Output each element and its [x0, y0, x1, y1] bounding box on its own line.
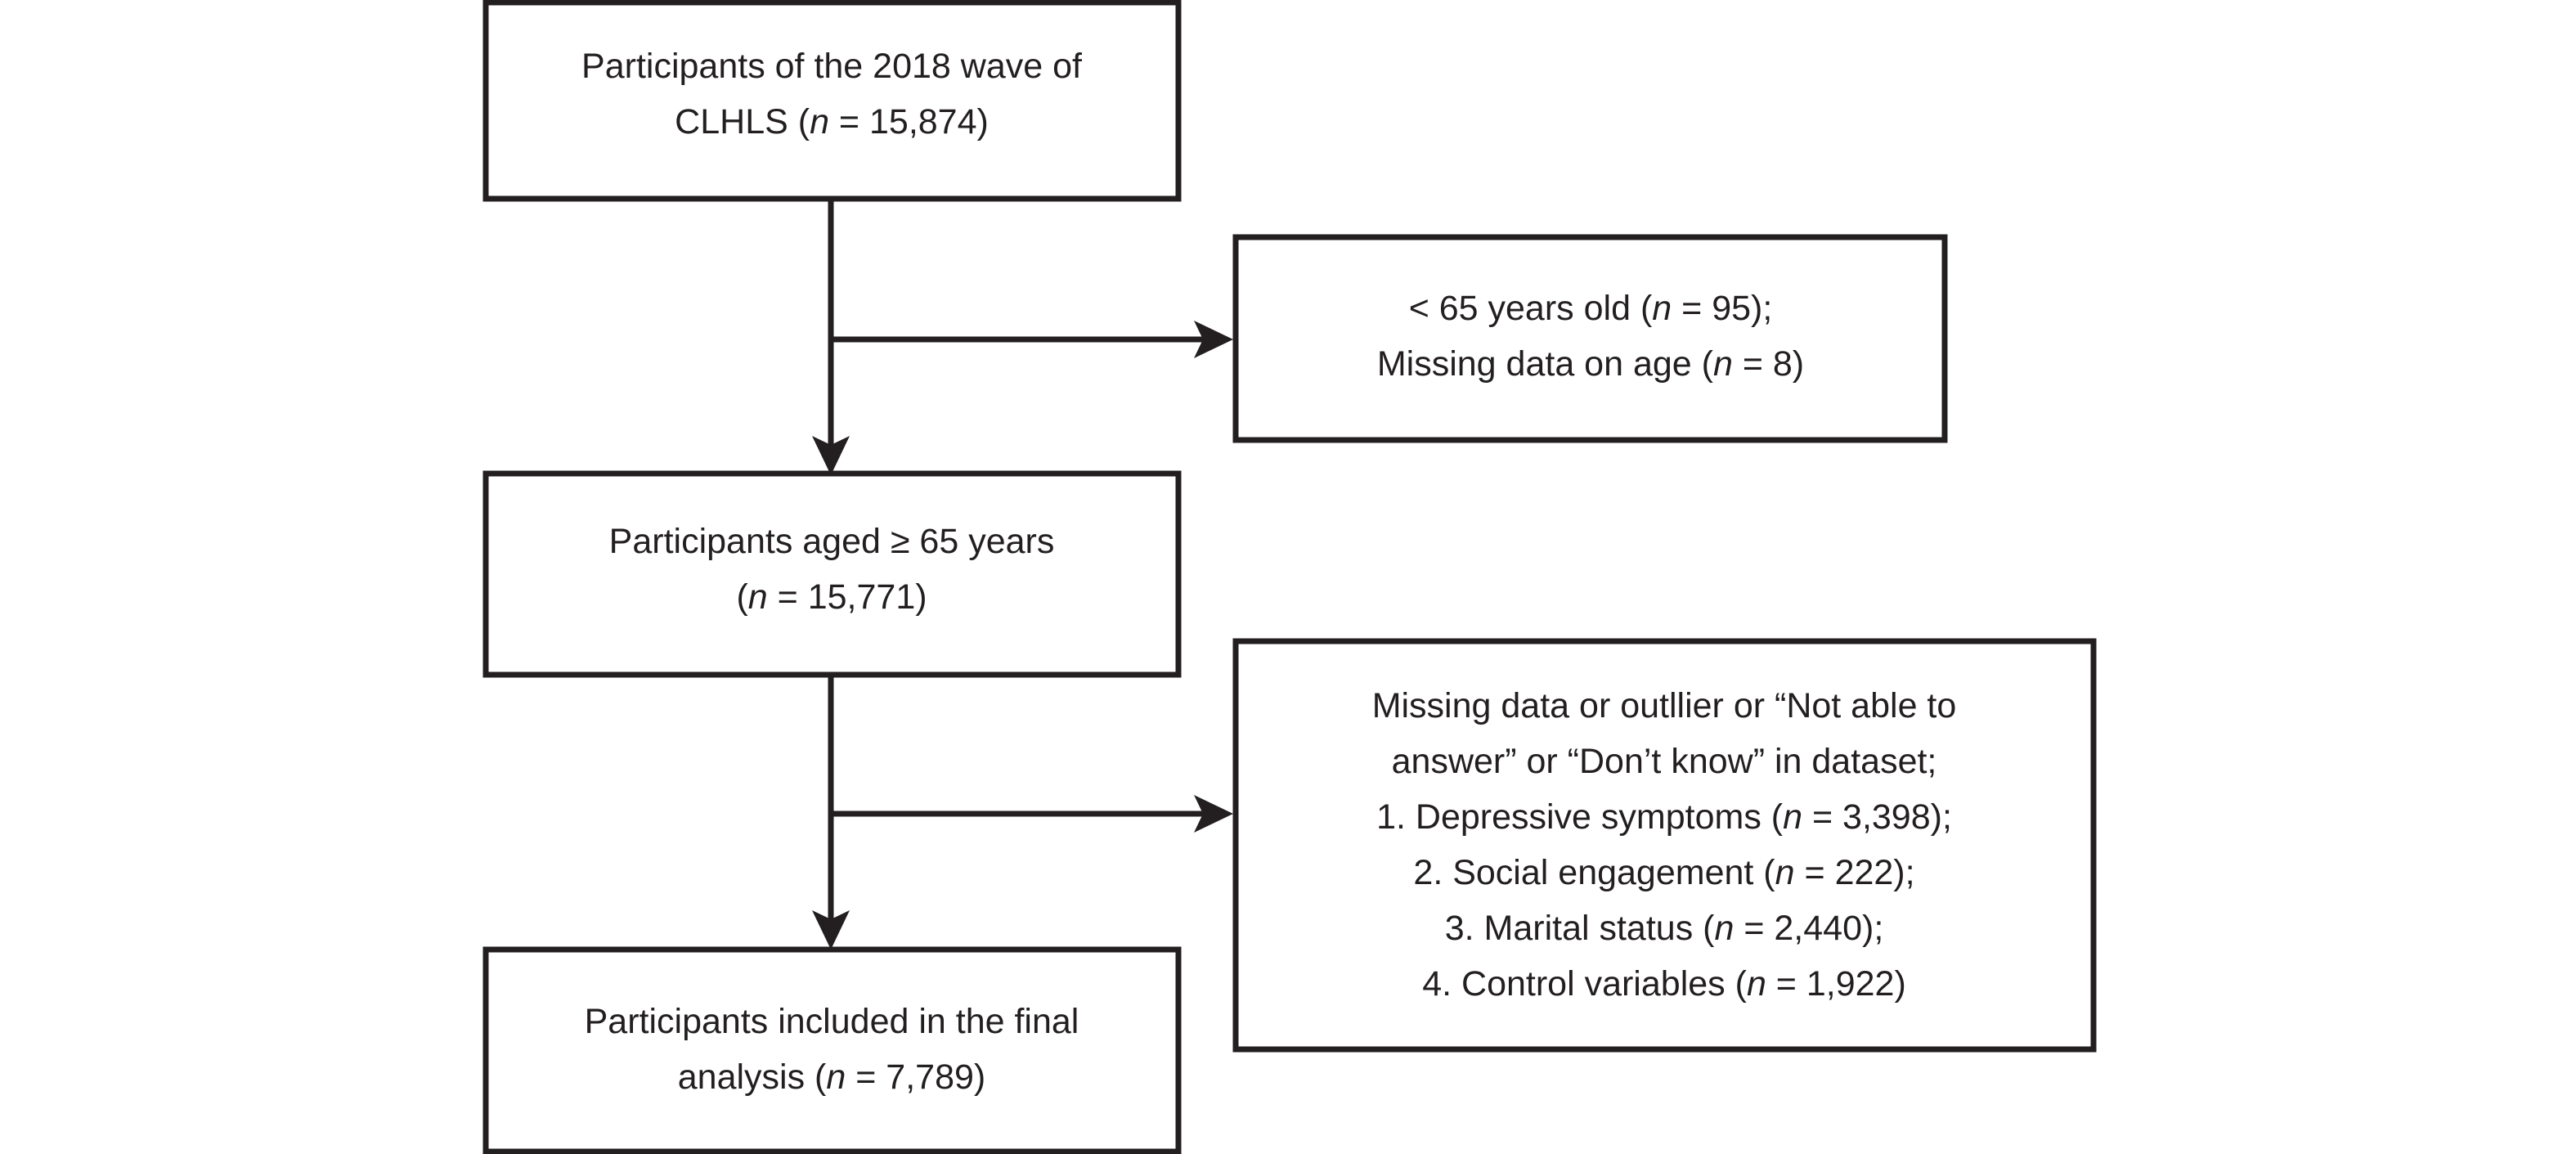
final-analysis-box-outline: [482, 946, 1182, 1154]
source-population-line-1: Participants of the 2018 wave of: [581, 47, 1083, 86]
eligible-aged-65-line-1: Participants aged ≥ 65 years: [609, 522, 1055, 561]
source-population-box-outline: [482, 0, 1182, 202]
source-population-line-2: CLHLS (n = 15,874): [675, 102, 989, 141]
edge-eligible-to-excluded-missing-arrowhead: [1194, 795, 1233, 833]
excluded-missing-data-line-3: 1. Depressive symptoms (n = 3,398);: [1376, 797, 1952, 837]
excluded-missing-data-line-1: Missing data or outllier or “Not able to: [1372, 686, 1957, 725]
excluded-missing-data-line-4: 2. Social engagement (n = 222);: [1413, 853, 1914, 892]
excluded-age-box-outline: [1232, 234, 1948, 443]
edge-source-to-eligible-arrowhead: [812, 436, 850, 475]
node-final-analysis[interactable]: Participants included in the final analy…: [482, 946, 1182, 1154]
final-analysis-line-2: analysis (n = 7,789): [678, 1057, 985, 1097]
edge-eligible-to-final-arrowhead: [812, 910, 850, 950]
connector-layer: [812, 199, 1233, 950]
excluded-age-line-2: Missing data on age (n = 8): [1377, 344, 1804, 384]
node-eligible-aged-65[interactable]: Participants aged ≥ 65 years (n = 15,771…: [482, 470, 1182, 678]
excluded-missing-data-line-5: 3. Marital status (n = 2,440);: [1445, 909, 1884, 948]
node-excluded-missing-data[interactable]: Missing data or outllier or “Not able to…: [1232, 638, 2097, 1053]
excluded-age-line-1: < 65 years old (n = 95);: [1409, 289, 1773, 328]
eligible-aged-65-box-outline: [482, 470, 1182, 678]
node-source-population[interactable]: Participants of the 2018 wave of CLHLS (…: [482, 0, 1182, 202]
final-analysis-line-1: Participants included in the final: [585, 1002, 1079, 1041]
eligible-aged-65-line-2: (n = 15,771): [736, 577, 927, 617]
edge-source-to-excluded-age-arrowhead: [1194, 321, 1233, 358]
node-excluded-age[interactable]: < 65 years old (n = 95); Missing data on…: [1232, 234, 1948, 443]
excluded-missing-data-line-2: answer” or “Don’t know” in dataset;: [1392, 742, 1937, 781]
excluded-missing-data-box-outline: [1232, 638, 2097, 1053]
excluded-missing-data-line-6: 4. Control variables (n = 1,922): [1422, 964, 1906, 1004]
